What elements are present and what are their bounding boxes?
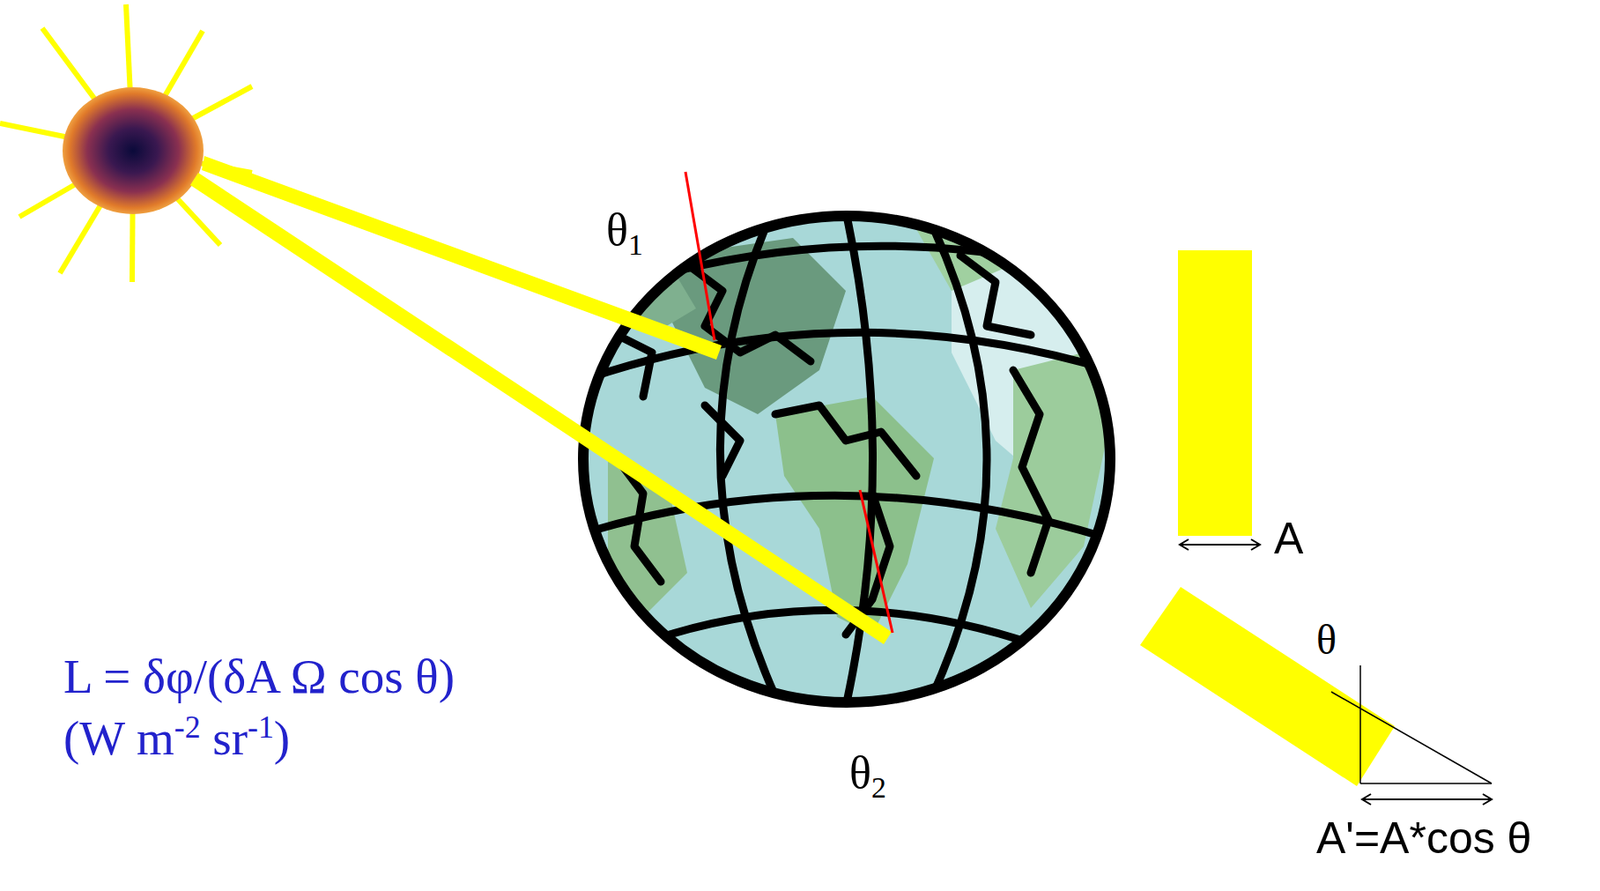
angle-label: θ (1316, 616, 1337, 664)
sun (62, 87, 204, 215)
formula: L = δφ/(δA Ω cos θ) (63, 650, 455, 704)
dimension-arrow (1179, 539, 1260, 550)
beam-section (1140, 586, 1395, 786)
sun-beam (201, 155, 722, 360)
surface-normal (859, 489, 893, 633)
globe (583, 215, 1119, 703)
angle-label: θ1 (606, 204, 644, 262)
beam-section (1177, 250, 1252, 536)
unit-label: (W m-2 sr-1) (63, 710, 290, 766)
sun-rays (0, 4, 252, 282)
surface-normal (685, 171, 715, 341)
dimension-arrow (1362, 793, 1492, 805)
sun-beam (190, 172, 892, 645)
angle-label: θ2 (849, 747, 887, 805)
projection-triangle (1331, 665, 1492, 784)
dimension-label: A (1274, 514, 1304, 563)
dimension-label: A'=A*cos θ (1316, 814, 1532, 863)
